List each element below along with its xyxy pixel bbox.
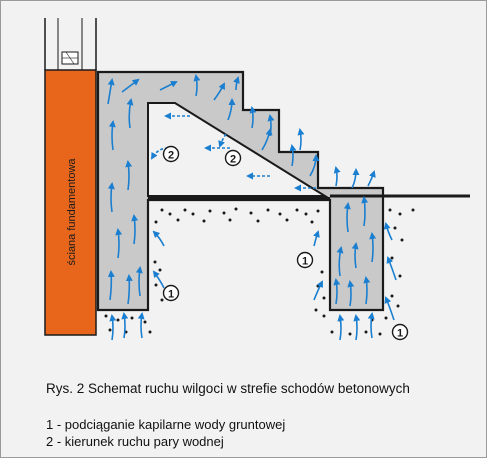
foundation-wall bbox=[44, 69, 97, 336]
marker-2a: 2 bbox=[162, 145, 180, 163]
moisture-arrows bbox=[107, 74, 397, 341]
wall-label: ściana fundamentowa bbox=[66, 158, 78, 266]
marker-1a: 1 bbox=[162, 284, 180, 302]
legend-item-2: 2 - kierunek ruchu pary wodnej bbox=[46, 434, 224, 449]
wall-top-section bbox=[44, 18, 97, 70]
marker-1b: 1 bbox=[296, 251, 314, 269]
figure-caption: Rys. 2 Schemat ruchu wilgoci w strefie s… bbox=[46, 381, 410, 396]
svg-text:2: 2 bbox=[168, 150, 174, 162]
marker-2b: 2 bbox=[224, 149, 242, 167]
svg-text:1: 1 bbox=[397, 328, 403, 340]
svg-text:1: 1 bbox=[302, 256, 308, 268]
marker-1c: 1 bbox=[391, 323, 409, 341]
svg-text:2: 2 bbox=[230, 154, 236, 166]
stair-cavity bbox=[147, 102, 329, 197]
legend-item-1: 1 - podciąganie kapilarne wody gruntowej bbox=[46, 417, 286, 432]
svg-text:1: 1 bbox=[168, 289, 174, 301]
